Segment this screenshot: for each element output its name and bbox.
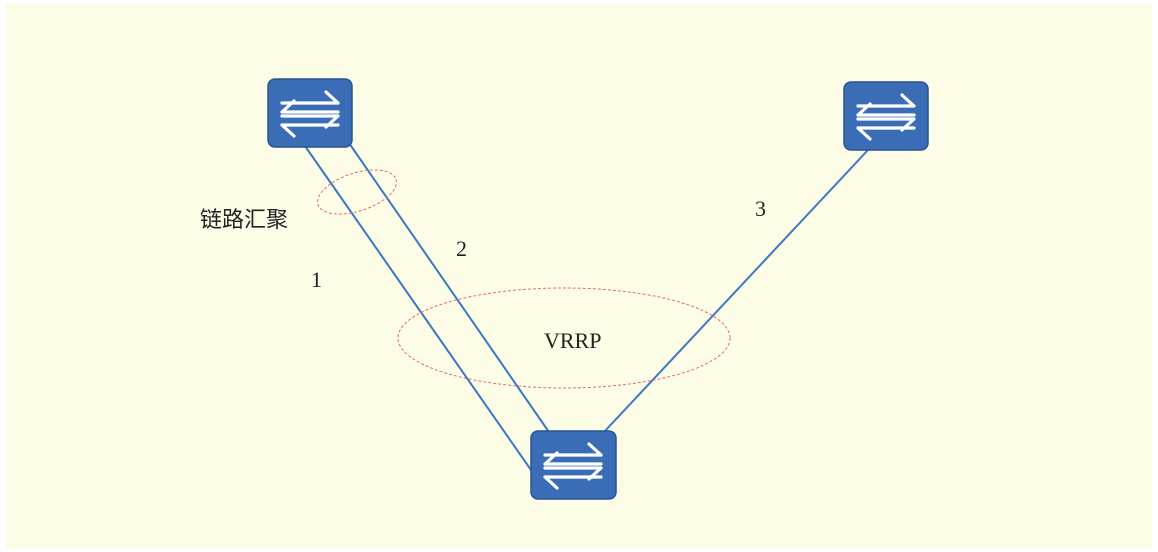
link-aggregation-label: 链路汇聚 [200, 208, 288, 233]
switch-arrows-icon [543, 442, 603, 490]
link-3-line [603, 149, 869, 433]
link-1-line [304, 145, 539, 481]
switch-arrows-icon [856, 93, 916, 141]
link-2-line [348, 142, 552, 436]
link-aggregation-ellipse [317, 169, 397, 215]
switch-top-left [267, 78, 353, 148]
link-1-label: 1 [311, 267, 322, 292]
link-3-label: 3 [755, 196, 766, 221]
switch-arrows-icon [280, 90, 340, 138]
link-2-label: 2 [456, 236, 467, 261]
vrrp-label: VRRP [544, 328, 601, 353]
switch-bottom [530, 430, 617, 500]
vrrp-ellipse [397, 287, 731, 389]
switch-top-right [843, 81, 929, 151]
